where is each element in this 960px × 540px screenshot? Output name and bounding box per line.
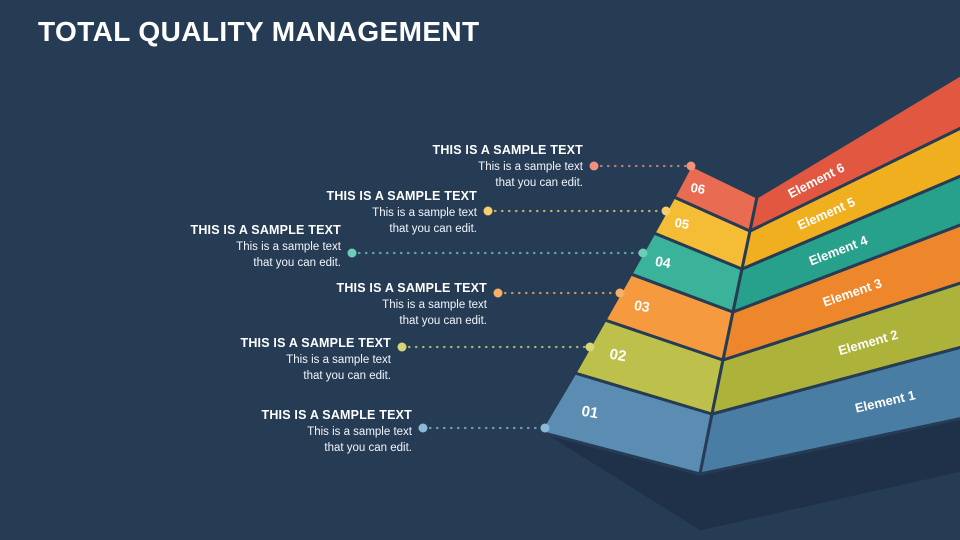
layer-3-right-face — [721, 223, 960, 362]
callout-body-line1: This is a sample text — [307, 426, 412, 438]
leader-dot-1-right — [540, 423, 550, 433]
pyramid-layer-1: 01 Element 1 — [538, 345, 960, 476]
leader-dot-1-left — [418, 423, 428, 433]
pyramid-layer-4: 04 Element 4 — [629, 174, 960, 314]
pyramid-layer-6: 06 Element 6 — [672, 73, 960, 233]
callout-body-line2: that you can edit. — [324, 441, 412, 454]
layer-5-number: 05 — [673, 215, 690, 232]
layer-6-right-face — [748, 73, 960, 233]
layer-6-number: 06 — [689, 180, 706, 197]
leader-dot-6-left — [589, 161, 599, 171]
slide-title: TOTAL QUALITY MANAGEMENT — [38, 16, 480, 47]
layer-3-number: 03 — [633, 297, 651, 315]
layer-2-right-face — [710, 281, 960, 416]
callout-layer-2: THIS IS A SAMPLE TEXT This is a sample t… — [131, 336, 391, 384]
callout-heading: THIS IS A SAMPLE TEXT — [432, 143, 583, 157]
callout-connectors — [347, 161, 696, 433]
pyramid-layer-2: 02 Element 2 — [573, 281, 960, 416]
layer-4-right-face — [731, 174, 960, 314]
layer-5-right-face — [740, 126, 960, 271]
callout-layer-4: THIS IS A SAMPLE TEXT This is a sample t… — [81, 223, 341, 271]
leader-dot-2-right — [585, 342, 595, 352]
callout-heading: THIS IS A SAMPLE TEXT — [326, 189, 477, 203]
leader-dot-5-left — [483, 206, 493, 216]
pyramid-layer-3: 03 Element 3 — [603, 223, 960, 362]
callout-layer-3: THIS IS A SAMPLE TEXT This is a sample t… — [227, 281, 487, 329]
leader-dot-3-left — [493, 288, 503, 298]
callout-body-line1: This is a sample text — [236, 241, 341, 253]
leader-dot-5-right — [661, 206, 671, 216]
callout-body-line1: This is a sample text — [372, 207, 477, 219]
callout-layer-5: THIS IS A SAMPLE TEXT This is a sample t… — [217, 189, 477, 237]
callout-body-line2: that you can edit. — [253, 256, 341, 269]
callout-body-line2: that you can edit. — [495, 176, 583, 189]
callout-body-line2: that you can edit. — [399, 314, 487, 327]
leader-dot-4-right — [638, 248, 648, 258]
leader-dot-4-left — [347, 248, 357, 258]
callout-body-line2: that you can edit. — [303, 369, 391, 382]
callout-heading: THIS IS A SAMPLE TEXT — [336, 281, 487, 295]
layer-4-number: 04 — [654, 253, 672, 271]
callout-layer-6: THIS IS A SAMPLE TEXT This is a sample t… — [323, 143, 583, 191]
layer-1-right-face — [698, 345, 960, 476]
callout-heading: THIS IS A SAMPLE TEXT — [240, 336, 391, 350]
leader-dot-2-left — [397, 342, 407, 352]
callout-heading: THIS IS A SAMPLE TEXT — [261, 408, 412, 422]
callout-body-line1: This is a sample text — [382, 299, 487, 311]
layer-1-number: 01 — [580, 403, 599, 423]
leader-dot-6-right — [686, 161, 696, 171]
callout-body-line1: This is a sample text — [286, 354, 391, 366]
callout-body-line1: This is a sample text — [478, 161, 583, 173]
layer-2-number: 02 — [608, 346, 627, 366]
callout-body-line2: that you can edit. — [389, 222, 477, 235]
leader-dot-3-right — [615, 288, 625, 298]
callout-layer-1: THIS IS A SAMPLE TEXT This is a sample t… — [152, 408, 412, 456]
callout-heading: THIS IS A SAMPLE TEXT — [190, 223, 341, 237]
